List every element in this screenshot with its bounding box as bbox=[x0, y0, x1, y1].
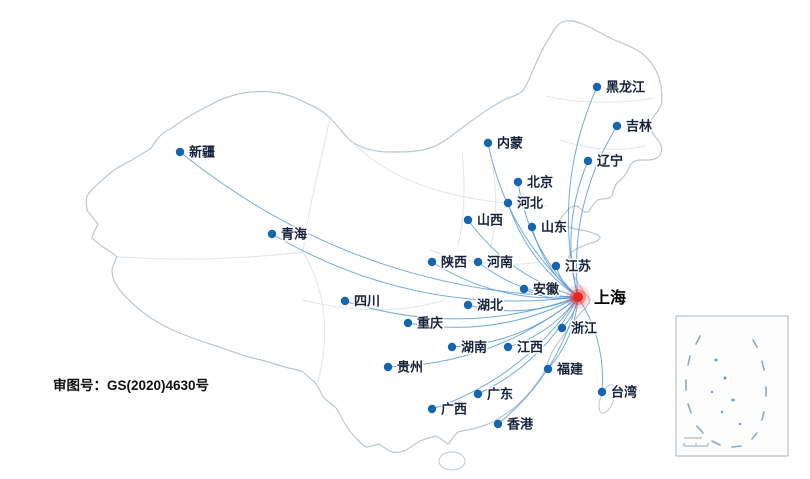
province-dot bbox=[463, 215, 473, 225]
flight-line bbox=[477, 296, 579, 395]
province-dot bbox=[493, 419, 503, 429]
province-label: 广东 bbox=[487, 387, 513, 402]
province-dot bbox=[447, 342, 457, 352]
south-china-sea-inset bbox=[675, 315, 789, 457]
flight-line bbox=[387, 296, 579, 368]
province-label: 山西 bbox=[477, 213, 503, 228]
province-label: 陕西 bbox=[441, 255, 467, 270]
flight-line bbox=[570, 160, 589, 298]
province-dot bbox=[612, 121, 622, 131]
flight-line bbox=[271, 233, 579, 302]
china-outline bbox=[85, 20, 663, 453]
nine-dash-line bbox=[685, 335, 767, 448]
flight-line bbox=[467, 296, 579, 312]
province-label: 北京 bbox=[527, 175, 553, 190]
hainan-island bbox=[438, 451, 466, 471]
province-label: 湖北 bbox=[477, 298, 503, 313]
inset-islands bbox=[710, 358, 742, 426]
province-label: 江苏 bbox=[565, 259, 591, 274]
province-label: 湖南 bbox=[461, 340, 487, 355]
province-dot bbox=[527, 222, 537, 232]
province-dot bbox=[551, 261, 561, 271]
province-label: 重庆 bbox=[417, 316, 443, 331]
province-dot bbox=[403, 318, 413, 328]
flight-line bbox=[467, 219, 579, 298]
province-label: 河南 bbox=[487, 255, 513, 270]
province-dot bbox=[427, 257, 437, 267]
province-dot bbox=[597, 387, 607, 397]
hub-dot bbox=[573, 292, 583, 302]
province-dot bbox=[473, 389, 483, 399]
flight-line bbox=[407, 296, 579, 328]
province-dot bbox=[483, 138, 493, 148]
province-dot bbox=[383, 362, 393, 372]
province-dot bbox=[340, 296, 350, 306]
province-label: 台湾 bbox=[611, 385, 637, 400]
province-label: 山东 bbox=[541, 220, 567, 235]
map-approval-number: 审图号：GS(2020)4630号 bbox=[53, 378, 210, 393]
province-label: 四川 bbox=[354, 294, 380, 309]
province-label: 吉林 bbox=[626, 119, 652, 134]
province-dot bbox=[519, 284, 529, 294]
province-dot bbox=[463, 300, 473, 310]
province-dot bbox=[583, 156, 593, 166]
province-label: 黑龙江 bbox=[606, 80, 645, 95]
province-label: 新疆 bbox=[189, 145, 215, 160]
inset-frame bbox=[675, 315, 789, 457]
province-label: 辽宁 bbox=[597, 154, 623, 169]
flight-line bbox=[577, 296, 603, 393]
province-dot bbox=[592, 82, 602, 92]
province-label: 福建 bbox=[556, 362, 583, 377]
inset-scale bbox=[683, 437, 709, 447]
province-label: 江西 bbox=[517, 340, 543, 355]
province-dot bbox=[427, 404, 437, 414]
province-dot bbox=[503, 342, 513, 352]
taiwan-island bbox=[598, 384, 616, 414]
flight-line bbox=[547, 296, 579, 370]
province-label: 内蒙 bbox=[497, 136, 523, 151]
province-dot bbox=[267, 229, 277, 239]
province-label: 青海 bbox=[281, 227, 307, 242]
province-dot bbox=[513, 177, 523, 187]
province-label: 浙江 bbox=[571, 321, 597, 336]
province-dot bbox=[175, 147, 185, 157]
province-dot bbox=[503, 198, 513, 208]
flight-line bbox=[179, 151, 579, 298]
province-dot bbox=[557, 323, 567, 333]
province-label: 河北 bbox=[517, 196, 543, 211]
flight-line bbox=[507, 202, 579, 298]
province-dot bbox=[473, 257, 483, 267]
flight-line bbox=[431, 296, 579, 410]
province-label: 香港 bbox=[506, 417, 534, 432]
province-label: 广西 bbox=[441, 402, 467, 417]
province-label: 安徽 bbox=[533, 282, 560, 297]
province-dot bbox=[543, 364, 553, 374]
flight-line bbox=[575, 125, 618, 298]
hub-label: 上海 bbox=[594, 288, 626, 307]
province-label: 贵州 bbox=[397, 360, 423, 375]
